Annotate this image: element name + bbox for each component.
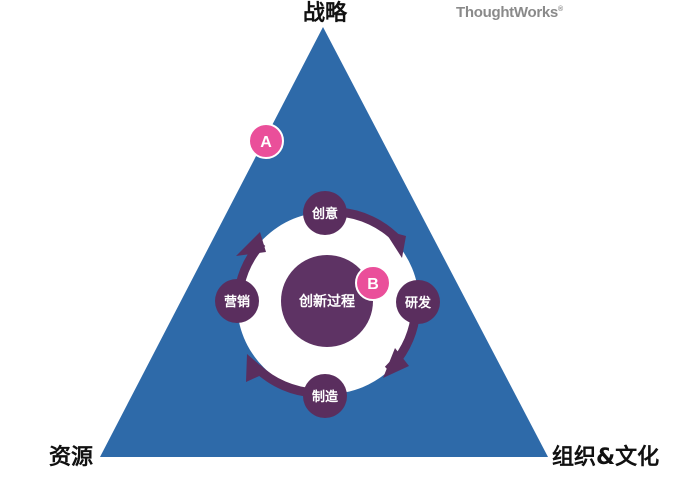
arrowhead-to-research: [384, 230, 406, 258]
node-manufacture-label: 制造: [312, 389, 339, 405]
center-circle: [281, 255, 373, 347]
marker-a-label: A: [260, 134, 272, 151]
center-label: 创新过程: [298, 293, 355, 310]
arrowhead-to-idea: [236, 232, 266, 256]
node-marketing: [215, 279, 259, 323]
cycle-arrowheads: [236, 230, 409, 382]
marker-b: [355, 265, 391, 301]
arrowhead-to-marketing: [246, 354, 268, 382]
vertex-label-resources: 资源: [49, 445, 94, 470]
marker-b-label: B: [367, 276, 379, 293]
brand-logo: ThoughtWorks®: [456, 4, 563, 21]
arrowhead-to-manufacture: [383, 348, 409, 378]
brand-name: ThoughtWorks: [456, 4, 558, 21]
node-idea: [303, 191, 347, 235]
node-research-label: 研发: [405, 295, 432, 311]
brand-mark: ®: [557, 6, 563, 13]
node-research: [396, 280, 440, 324]
node-marketing-label: 营销: [224, 294, 250, 310]
node-manufacture: [303, 374, 347, 418]
vertex-label-organization-culture: 组织&文化: [552, 445, 660, 470]
marker-a: [248, 123, 284, 159]
vertex-label-strategy: 战略: [303, 1, 348, 26]
node-idea-label: 创意: [311, 206, 338, 222]
